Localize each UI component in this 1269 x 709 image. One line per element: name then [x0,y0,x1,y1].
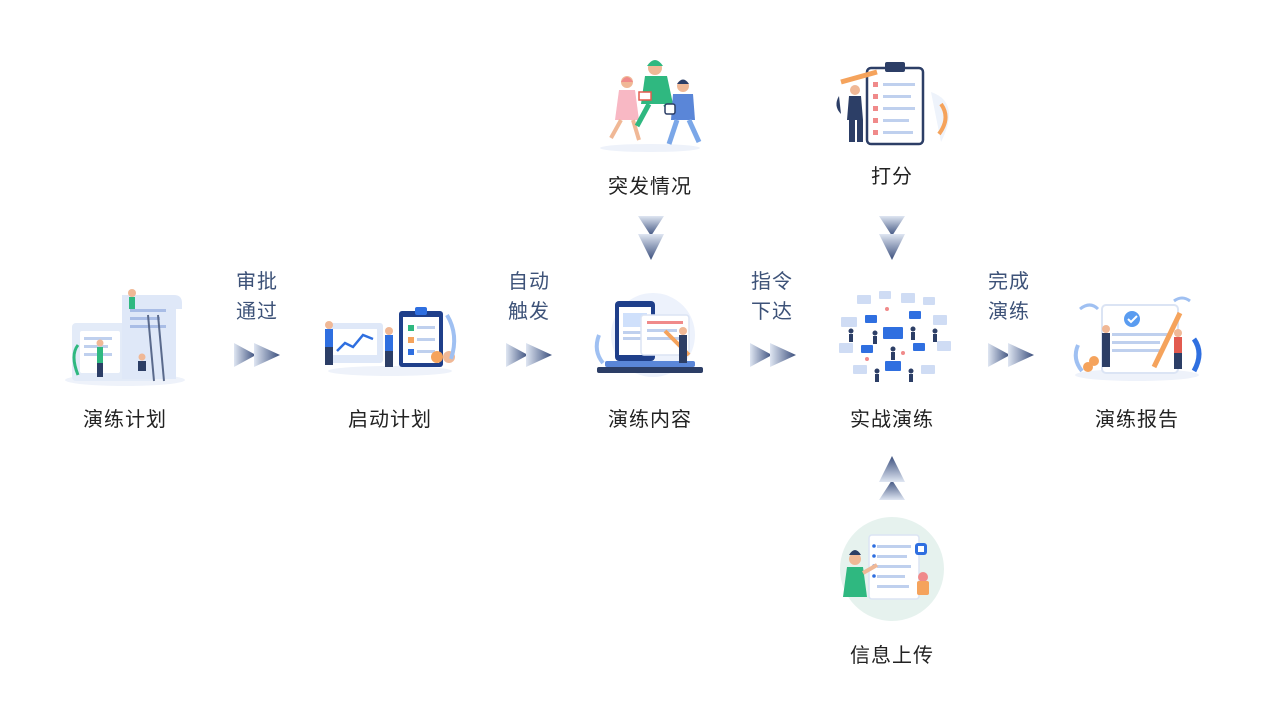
down-arrow-icon [638,216,664,260]
drill-plan-illustration [65,289,185,386]
score-illustration [836,62,949,146]
node-label: 启动计划 [348,407,432,431]
edge-label-line: 完成 [988,269,1030,293]
incident-illustration [600,60,702,152]
right-arrow-icon [234,343,280,367]
edge-label-line: 演练 [988,299,1030,323]
drill-content-illustration [594,293,703,377]
node-label: 演练报告 [1095,407,1179,431]
node-label: 突发情况 [608,174,692,198]
up-arrow-icon [879,456,905,500]
down-arrow-icon [879,216,905,260]
edge-label-approve: 审批 通过 [222,266,292,326]
edge-label-line: 触发 [508,299,550,323]
drill-report-illustration [1073,296,1202,381]
edge-label-command: 指令 下达 [737,266,807,326]
edge-label-line: 自动 [508,269,550,293]
edge-label-line: 审批 [236,269,278,293]
edge-label-line: 通过 [236,299,278,323]
info-upload-illustration [840,517,944,621]
edge-label-complete: 完成 演练 [974,266,1044,326]
node-label: 演练内容 [608,407,692,431]
start-plan-illustration [325,307,457,376]
edge-label-line: 指令 [751,269,793,293]
live-drill-illustration [839,291,951,382]
edge-label-line: 下达 [751,299,793,323]
node-label: 信息上传 [850,643,934,667]
node-label: 演练计划 [83,407,167,431]
node-label: 打分 [871,164,913,188]
right-arrow-icon [988,343,1034,367]
node-label: 实战演练 [850,407,934,431]
right-arrow-icon [750,343,796,367]
edge-label-trigger: 自动 触发 [494,266,564,326]
right-arrow-icon [506,343,552,367]
